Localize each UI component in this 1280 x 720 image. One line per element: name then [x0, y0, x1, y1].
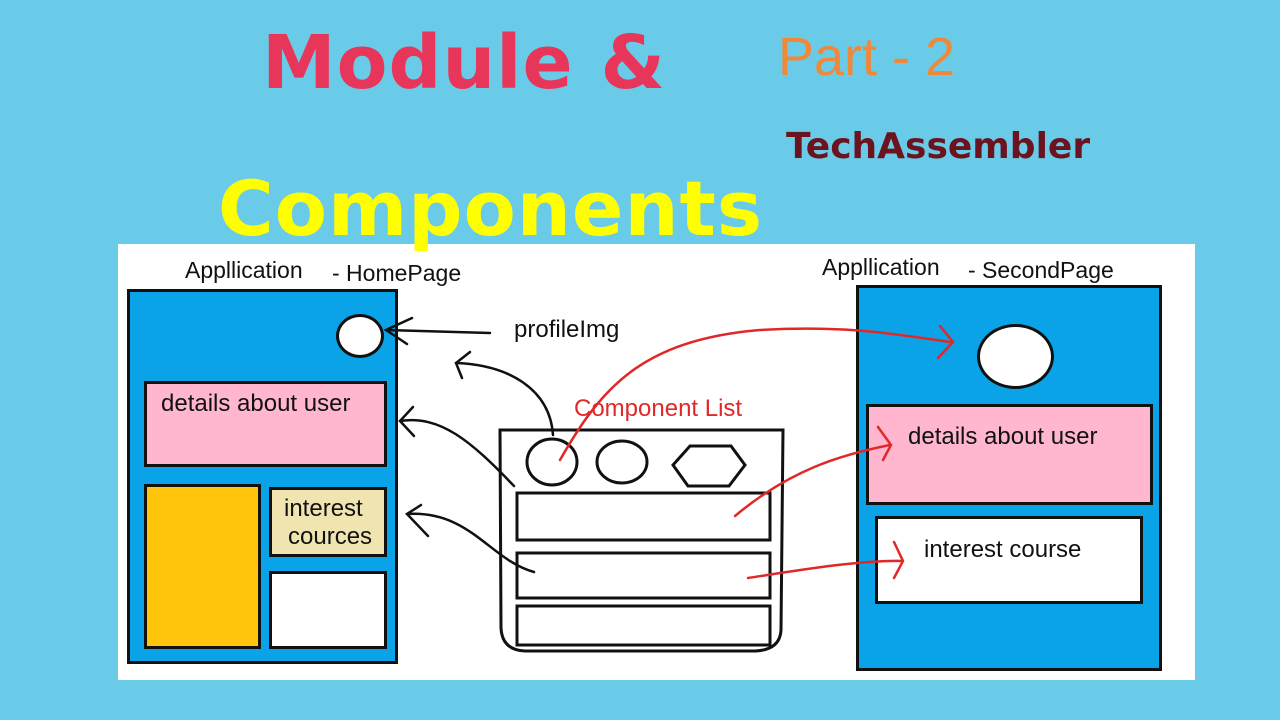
secondpage-details-box: details about user [866, 404, 1153, 505]
secondpage-profile-circle [977, 324, 1054, 389]
homepage-details-box: details about user [144, 381, 387, 467]
diagram-canvas: Appllication - HomePage details about us… [118, 244, 1195, 680]
secondpage-name-label: - SecondPage [968, 257, 1114, 283]
secondpage-frame: details about user interest course [856, 285, 1162, 671]
secondpage-interest-text: interest course [924, 536, 1082, 563]
homepage-interest-line1: interest [284, 495, 363, 522]
homepage-frame: details about user interest cources [127, 289, 398, 664]
homepage-empty-box [269, 571, 387, 649]
part-label: Part - 2 [778, 27, 956, 87]
homepage-profile-circle [336, 314, 384, 358]
homepage-orange-block [144, 484, 261, 649]
homepage-details-text: details about user [161, 390, 351, 417]
secondpage-app-label: Appllication [822, 254, 940, 280]
homepage-interest-box: interest cources [269, 487, 387, 557]
homepage-name-label: - HomePage [332, 260, 462, 286]
secondpage-interest-box: interest course [875, 516, 1143, 604]
profile-img-label: profileImg [514, 316, 620, 343]
homepage-app-label: Appllication [185, 257, 303, 283]
secondpage-details-text: details about user [908, 423, 1098, 450]
title-module: Module & [262, 20, 666, 106]
title-components: Components [218, 164, 764, 253]
component-list-label: Component List [574, 395, 743, 422]
homepage-interest-line2: cources [288, 523, 373, 550]
brand-label: TechAssembler [786, 126, 1091, 167]
